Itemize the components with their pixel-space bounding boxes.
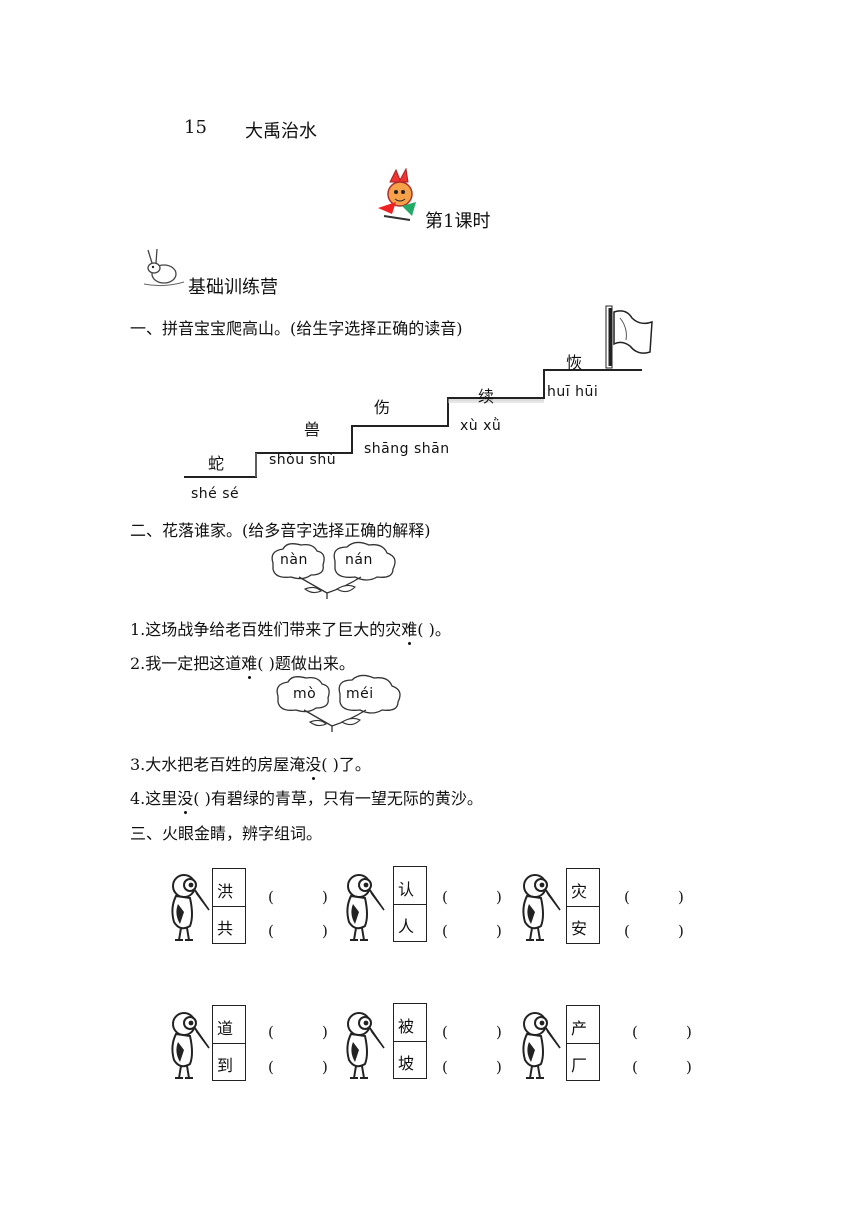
answer-paren-close: ) — [496, 1058, 502, 1076]
step1-char: 蛇 — [208, 454, 225, 473]
pinyin-staircase — [184, 305, 653, 478]
answer-paren-open[interactable]: ( — [632, 1023, 638, 1041]
answer-blank-4[interactable]: ( )有碧绿的青草，只有一望无际的黄沙。 — [193, 789, 483, 808]
q2-sentence1: 1.这场战争给老百姓们带来了巨大的灾难( )。 — [130, 620, 451, 639]
flower2-option1: mò — [293, 686, 317, 702]
q3-title: 三、火眼金睛，辨字组词。 — [130, 824, 323, 843]
answer-paren-open[interactable]: ( — [268, 1023, 274, 1041]
q1-title: 一、拼音宝宝爬高山。(给生字选择正确的读音) — [130, 319, 463, 338]
flag-icon — [605, 305, 653, 369]
char-pair-box: 认 人 — [393, 866, 427, 942]
answer-paren-open[interactable]: ( — [268, 888, 274, 906]
char-pair-box: 产 厂 — [566, 1005, 600, 1081]
flower1-option2: nán — [345, 552, 373, 568]
answer-blank-1[interactable]: ( )。 — [417, 620, 451, 639]
rabbit-icon — [143, 248, 185, 287]
answer-paren-close: ) — [322, 1058, 328, 1076]
answer-blank-3[interactable]: ( )了。 — [321, 755, 371, 774]
step5-pinyin: huī hūi — [547, 384, 599, 400]
answer-paren-close: ) — [686, 1023, 692, 1041]
answer-paren-close: ) — [322, 1023, 328, 1041]
mascot-illustration — [378, 168, 416, 221]
char-pair-box: 被 坡 — [393, 1003, 427, 1079]
period-title: 第1课时 — [425, 211, 491, 232]
q2-sentence4: 4.这里没( )有碧绿的青草，只有一望无际的黄沙。 — [130, 789, 483, 808]
answer-paren-open[interactable]: ( — [268, 922, 274, 940]
step1-pinyin: shé sé — [191, 486, 240, 502]
char-pair-box: 道 到 — [212, 1005, 246, 1081]
answer-paren-close: ) — [496, 1023, 502, 1041]
answer-paren-open[interactable]: ( — [442, 1058, 448, 1076]
step5-char: 恢 — [566, 353, 583, 372]
flower1-option1: nàn — [280, 552, 308, 568]
lesson-title: 大禹治水 — [245, 121, 317, 142]
answer-paren-open[interactable]: ( — [442, 1023, 448, 1041]
section-banner: 基础训练营 — [188, 277, 278, 298]
bird-icon — [517, 1010, 561, 1080]
answer-paren-close: ) — [678, 922, 684, 940]
answer-paren-close: ) — [678, 888, 684, 906]
answer-paren-open[interactable]: ( — [624, 888, 630, 906]
step3-pinyin: shāng shān — [364, 441, 450, 457]
step3-char: 伤 — [374, 398, 391, 417]
bird-icon — [341, 872, 385, 942]
step4-pinyin: xù xǜ — [460, 418, 502, 434]
answer-blank-2[interactable]: ( )题做出来。 — [257, 654, 355, 673]
flower-cloud-icon-2 — [276, 674, 401, 732]
answer-paren-close: ) — [686, 1058, 692, 1076]
q2-title: 二、花落谁家。(给多音字选择正确的解释) — [130, 521, 431, 540]
answer-paren-close: ) — [322, 888, 328, 906]
answer-paren-close: ) — [322, 922, 328, 940]
bird-icon — [166, 872, 210, 942]
answer-paren-open[interactable]: ( — [442, 888, 448, 906]
q2-sentence3: 3.大水把老百姓的房屋淹没( )了。 — [130, 755, 371, 774]
answer-paren-open[interactable]: ( — [268, 1058, 274, 1076]
answer-paren-open[interactable]: ( — [632, 1058, 638, 1076]
char-pair-box: 洪 共 — [212, 868, 246, 944]
answer-paren-close: ) — [496, 888, 502, 906]
answer-paren-close: ) — [496, 922, 502, 940]
step4-char: 续 — [478, 387, 495, 406]
step2-char: 兽 — [304, 420, 321, 439]
flower-cloud-icon — [271, 541, 396, 599]
answer-paren-open[interactable]: ( — [442, 922, 448, 940]
bird-icon — [341, 1010, 385, 1080]
char-pair-box: 灾 安 — [566, 868, 600, 944]
answer-paren-open[interactable]: ( — [624, 922, 630, 940]
lesson-number: 15 — [184, 117, 207, 138]
q2-sentence2: 2.我一定把这道难( )题做出来。 — [130, 654, 355, 673]
bird-icon — [517, 872, 561, 942]
flower2-option2: méi — [346, 686, 374, 702]
bird-icon — [166, 1010, 210, 1080]
step2-pinyin: shòu shù — [269, 452, 337, 468]
